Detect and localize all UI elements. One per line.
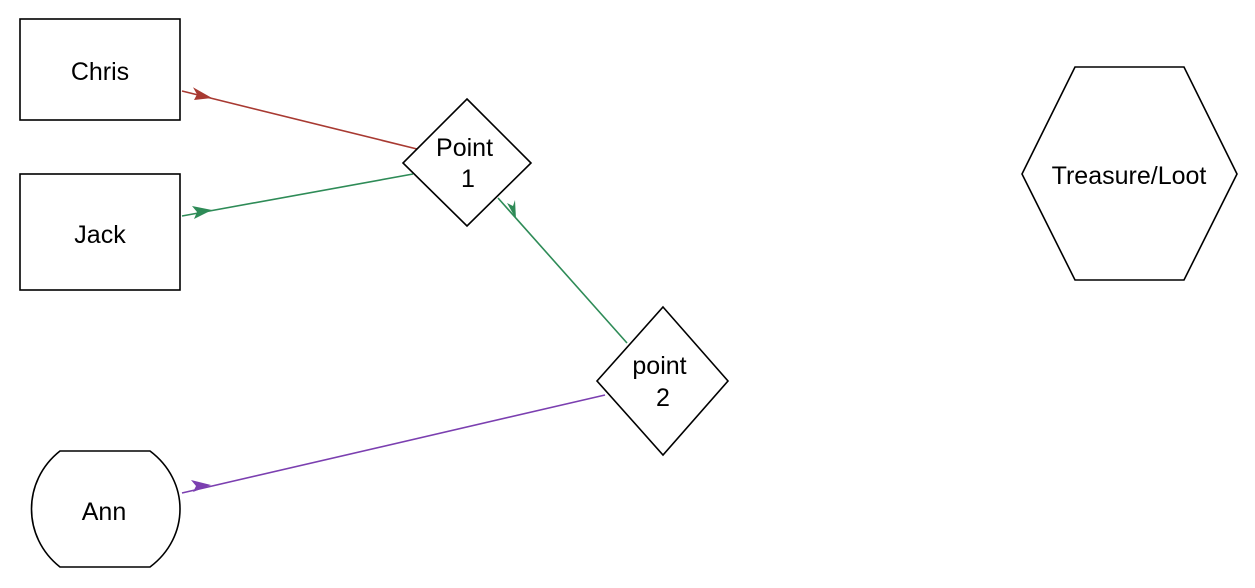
connector-line xyxy=(497,197,628,344)
node-chris[interactable]: Chris xyxy=(19,18,181,121)
node-shape xyxy=(1021,66,1238,281)
node-shape xyxy=(401,97,533,228)
edge-jack-point1[interactable] xyxy=(181,173,414,219)
arrowhead-icon xyxy=(507,200,516,219)
node-ann[interactable]: Ann xyxy=(30,450,181,568)
edge-ann-point2[interactable] xyxy=(181,394,606,494)
node-treasure[interactable]: Treasure/Loot xyxy=(1021,66,1238,281)
node-label: Jack xyxy=(74,221,126,249)
node-label: point 2 xyxy=(632,352,693,412)
node-shape xyxy=(19,18,181,121)
connector-line xyxy=(181,173,414,217)
connector-line xyxy=(181,90,418,150)
node-point1[interactable]: Point 1 xyxy=(401,97,533,228)
node-label: Chris xyxy=(71,58,129,86)
node-shape xyxy=(19,173,181,291)
connector-line xyxy=(181,394,606,494)
node-label: Ann xyxy=(82,498,126,526)
arrowhead-icon xyxy=(192,206,212,219)
node-label: Point 1 xyxy=(436,134,500,193)
edge-chris-point1[interactable] xyxy=(181,87,418,150)
arrowhead-icon xyxy=(193,87,212,100)
node-shape xyxy=(30,450,181,568)
arrowhead-icon xyxy=(191,480,211,492)
node-label: Treasure/Loot xyxy=(1052,162,1207,190)
node-shape xyxy=(595,305,730,457)
edge-point1-point2[interactable] xyxy=(497,197,628,344)
node-jack[interactable]: Jack xyxy=(19,173,181,291)
node-point2[interactable]: point 2 xyxy=(595,305,730,457)
